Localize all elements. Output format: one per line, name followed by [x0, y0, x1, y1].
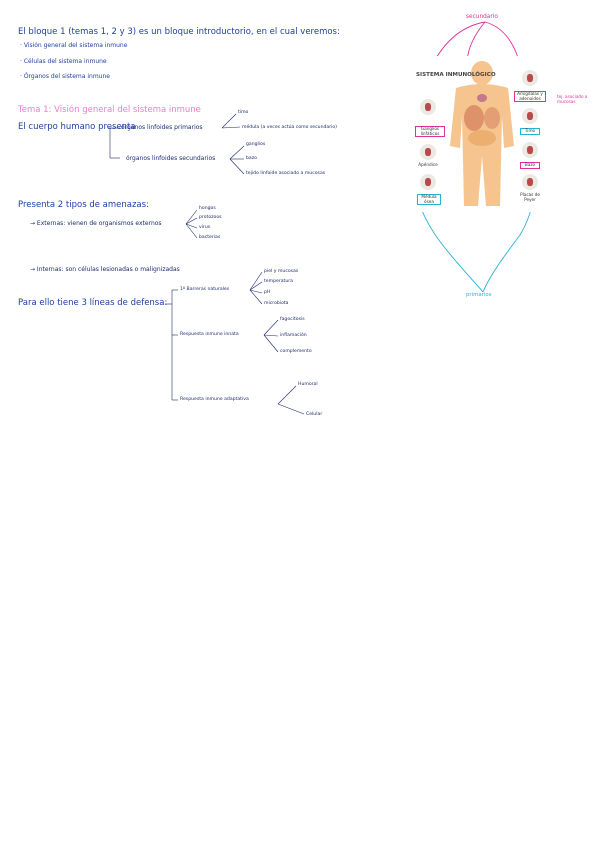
- amigdalas-icon: [522, 70, 538, 86]
- immune-system-diagram: SISTEMA INMUNOLÓGICO Ganglios linfáticos…: [402, 56, 562, 212]
- line3-label: Respuesta inmune adaptativa: [180, 397, 249, 402]
- externas-item-4: bacterias: [199, 235, 221, 240]
- timo-label: Timo: [520, 128, 540, 135]
- primary-item-1: timo: [238, 110, 249, 115]
- body-label: El cuerpo humano presenta: [18, 122, 136, 132]
- line1-item-2: temperatura: [264, 279, 293, 284]
- line1-item-1: piel y mucosas: [264, 269, 299, 274]
- line2-item-2: inflamación: [280, 333, 307, 338]
- bazo-icon: [522, 142, 538, 158]
- diagram-title: SISTEMA INMUNOLÓGICO: [416, 72, 496, 78]
- ganglios-icon: [420, 99, 436, 115]
- tema1-title: Tema 1: Visión general del sistema inmun…: [18, 105, 201, 115]
- amenazas-title: Presenta 2 tipos de amenazas:: [18, 200, 149, 210]
- medula-label: Médula ósea: [417, 194, 441, 206]
- ganglios-label: Ganglios linfáticos: [415, 126, 445, 138]
- externas-item-1: hongos: [199, 206, 216, 211]
- line2-item-1: fagocitosis: [280, 317, 305, 322]
- externas-label: → Externas: vienen de organismos externo…: [30, 220, 162, 227]
- externas-item-3: virus: [199, 225, 211, 230]
- secondary-item-3: tejido linfoide asociado a mucosas: [246, 171, 326, 176]
- apendice-label: Apéndice: [418, 162, 438, 167]
- secondary-item-1: ganglios: [246, 142, 266, 147]
- bazo-label: Bazo: [520, 162, 540, 169]
- intro-bullet-3: · Órganos del sistema inmune: [20, 73, 110, 80]
- line2-item-3: complemento: [280, 349, 312, 354]
- intro-bullet-1: · Visión general del sistema inmune: [20, 42, 128, 49]
- secondary-label: órganos linfoides secundarios: [126, 155, 216, 162]
- annotation-primarios: primarios: [466, 292, 492, 298]
- defensa-title: Para ello tiene 3 líneas de defensa:: [18, 298, 168, 308]
- line3-item-2: Celular: [306, 412, 323, 417]
- body-silhouette-icon: [450, 61, 514, 206]
- line1-item-3: pH: [264, 290, 271, 295]
- placas-icon: [522, 174, 538, 190]
- line1-item-4: microbiota: [264, 301, 289, 306]
- primary-label: órganos linfoides primarios: [121, 124, 203, 131]
- amigdalas-label: Amígdalas y adenoides: [514, 91, 546, 103]
- annotation-secundario: secundario: [466, 14, 498, 20]
- annotation-mucosas: tej. asociado a mucosas: [557, 94, 588, 105]
- placas-label: Placas de Peyer: [520, 192, 540, 202]
- secondary-item-2: bazo: [246, 156, 257, 161]
- apendice-icon: [420, 144, 436, 160]
- externas-item-2: protozoos: [199, 215, 222, 220]
- primary-item-2: médula (a veces actúa como secundario): [242, 125, 337, 130]
- internas-label: → Internas: son células lesionadas o mal…: [30, 266, 180, 273]
- timo-icon: [522, 108, 538, 124]
- intro-bullet-2: · Células del sistema inmune: [20, 58, 107, 65]
- line3-item-1: Humoral: [298, 382, 318, 387]
- line2-label: Respuesta inmune innata: [180, 332, 239, 337]
- line1-label: 1º Barreras naturales: [180, 287, 230, 292]
- intro-line: El bloque 1 (temas 1, 2 y 3) es un bloqu…: [18, 27, 340, 37]
- medula-icon: [420, 174, 436, 190]
